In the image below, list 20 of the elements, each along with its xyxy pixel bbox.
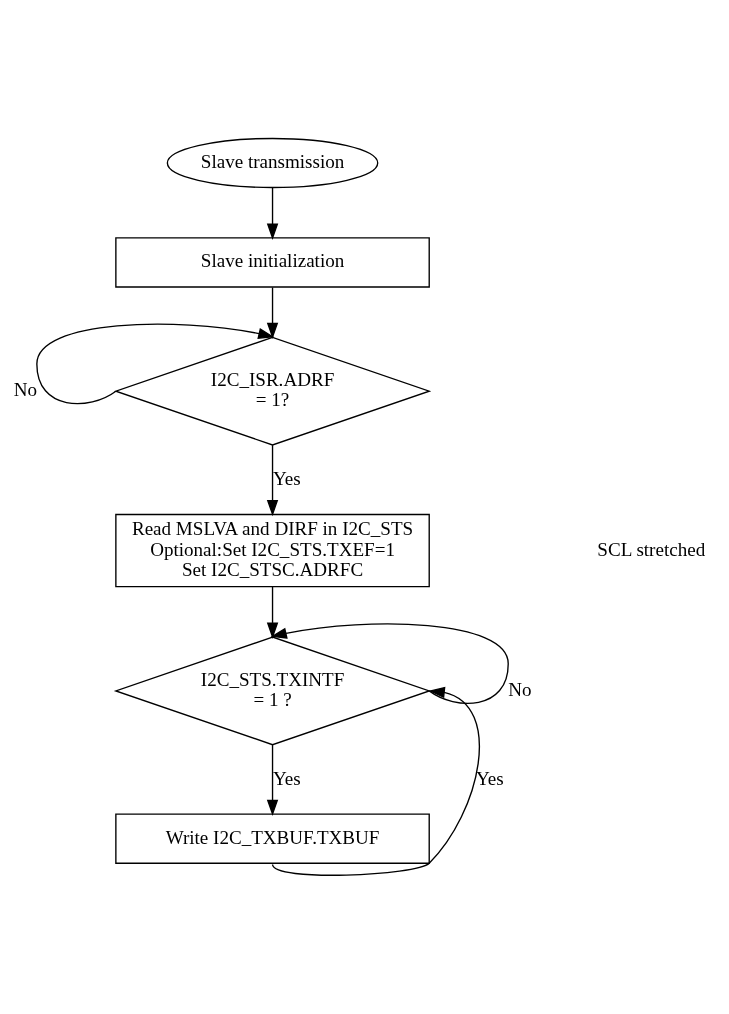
node-box: Slave initialization <box>115 237 430 288</box>
node-ellipse: Slave transmission <box>166 137 379 189</box>
edge-label: Yes <box>272 467 301 489</box>
arrow <box>266 286 279 339</box>
arrow <box>36 323 275 405</box>
node-diamond: I2C_STS.TXINTF = 1 ? <box>113 636 432 746</box>
arrow <box>266 586 279 639</box>
node-box: Read MSLVA and DIRF in I2C_STS Optional:Set I2C_STS.TXEF=1 Set I2C_STSC.ADRFC <box>115 513 430 588</box>
node-diamond: I2C_ISR.ADRF = 1? <box>113 336 432 446</box>
label: SCL stretched <box>597 538 706 560</box>
edge-label: Yes <box>475 767 504 789</box>
edge-label: No <box>508 678 532 700</box>
arrow <box>270 623 509 704</box>
edge-label: Yes <box>272 767 301 789</box>
arrow <box>266 744 279 817</box>
node-box: Write I2C_TXBUF.TXBUF <box>115 813 430 864</box>
edge-label: No <box>13 379 37 401</box>
arrow <box>271 686 481 876</box>
arrow <box>266 187 279 240</box>
arrow <box>266 444 279 517</box>
